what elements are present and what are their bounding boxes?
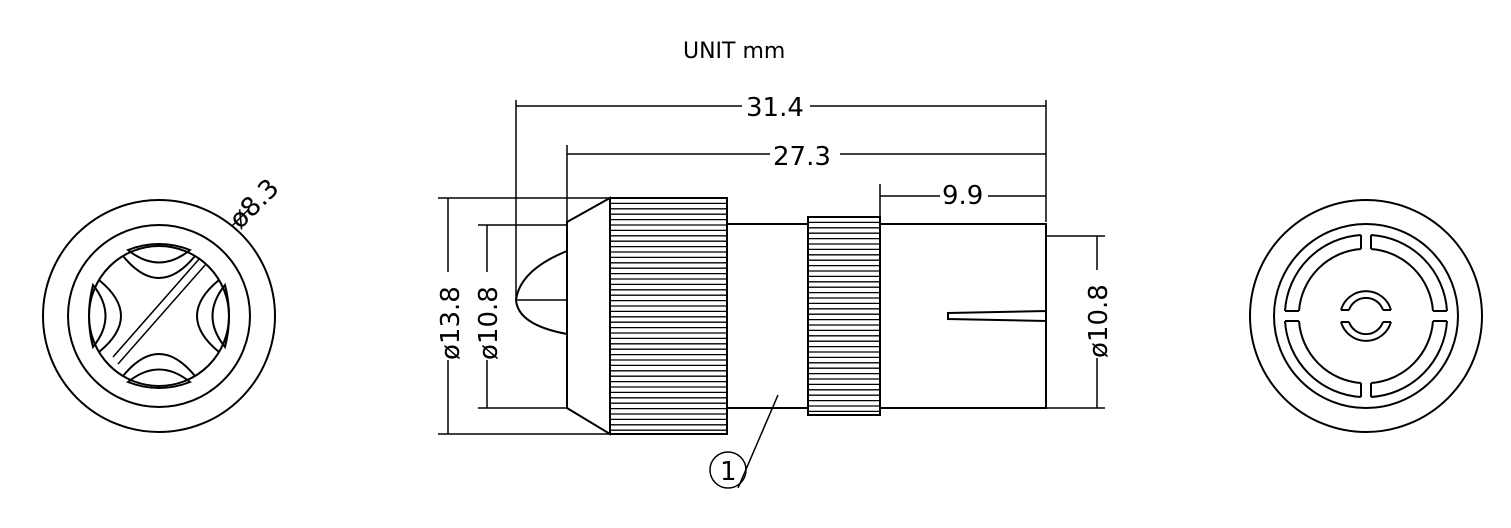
side-view: 31.4 27.3 9.9 [436, 93, 1114, 489]
front-inner-diameter-dimension: ø10.8 [474, 224, 567, 409]
callout-1: 1 [709, 394, 779, 489]
rear-segmented-rings [1284, 234, 1448, 398]
front-inner-diameter-label: ø10.8 [474, 286, 504, 360]
rear-knurl-hatching [808, 221, 880, 413]
lens-petals [87, 242, 231, 390]
rear-center-contact [1340, 290, 1392, 342]
front-diagonal-1 [117, 263, 207, 365]
outer-diameter-label: ø13.8 [436, 286, 466, 360]
front-outer-circle [42, 199, 276, 433]
body-length-dimension: 27.3 [566, 142, 1046, 225]
callout-1-label: 1 [720, 457, 737, 487]
rear-length-dimension: 9.9 [879, 181, 1046, 220]
front-inner-circle [67, 224, 251, 408]
terminal-pin [947, 309, 1047, 323]
outer-diameter-dimension: ø13.8 [436, 197, 610, 435]
front-knurl-hatching [610, 202, 727, 431]
bezel [566, 196, 611, 436]
rear-inner-diameter-dimension: ø10.8 [1046, 235, 1114, 409]
lens-dome [514, 250, 568, 335]
front-diagonal-2 [112, 257, 201, 358]
overall-length-dimension: 31.4 [515, 93, 1047, 300]
cap-diameter-leader [231, 209, 249, 227]
rear-ring-outer [1273, 223, 1459, 409]
overall-length-label: 31.4 [746, 93, 804, 123]
rear-outer-circle [1249, 199, 1483, 433]
rear-length-label: 9.9 [942, 181, 983, 211]
unit-label: UNIT mm [683, 39, 785, 64]
rear-view [1249, 199, 1483, 433]
front-knurled-ring [609, 197, 728, 435]
body-length-label: 27.3 [773, 142, 831, 172]
front-lens-circle [88, 245, 230, 387]
rear-body [879, 223, 1047, 409]
rear-knurled-nut [807, 216, 881, 416]
front-view: ø8.3 [42, 173, 285, 433]
rear-inner-diameter-label: ø10.8 [1084, 284, 1114, 358]
